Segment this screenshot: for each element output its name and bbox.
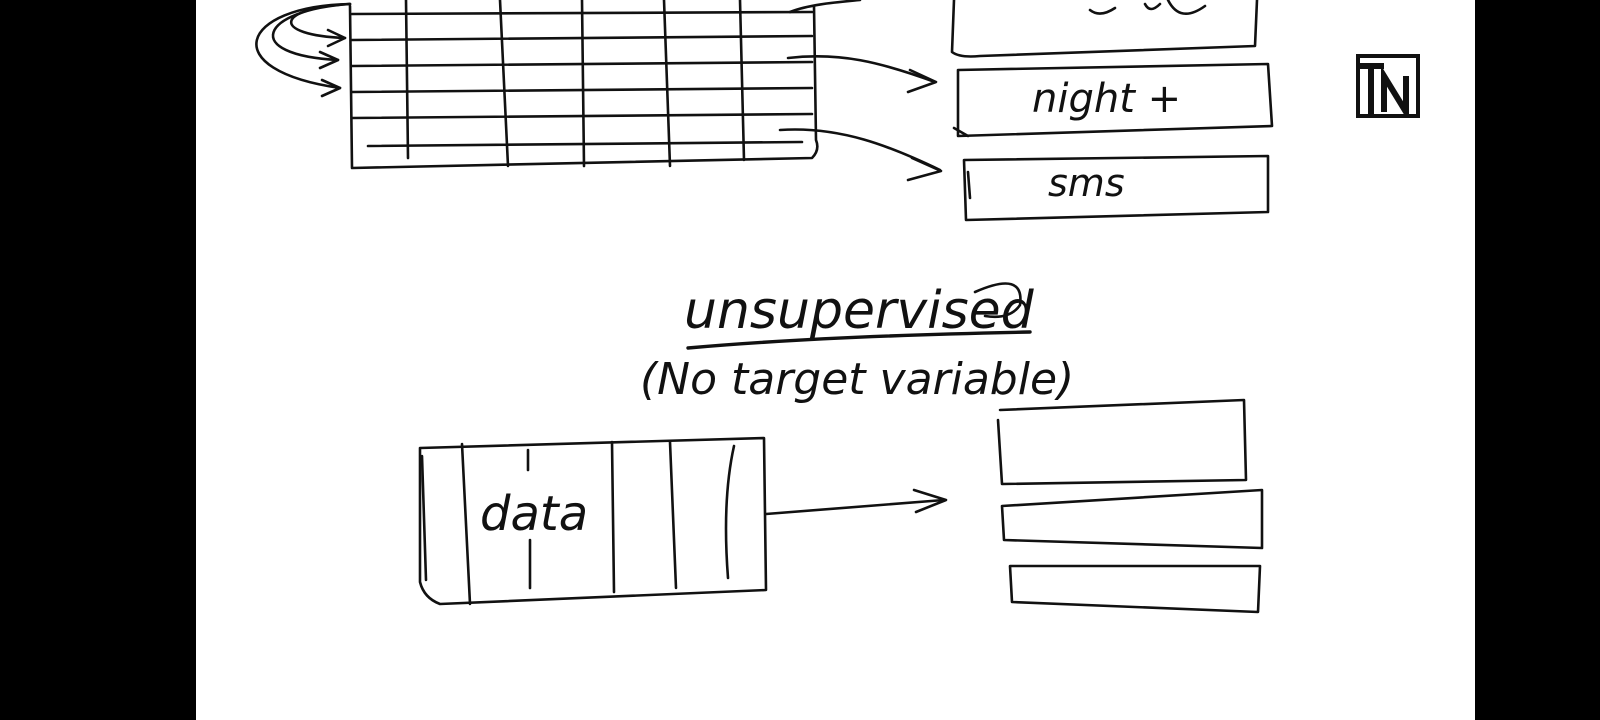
left-loop-arrows	[255, 2, 352, 98]
cluster-boxes	[996, 398, 1264, 614]
tn-logo-icon	[1356, 54, 1420, 118]
whiteboard-canvas	[196, 0, 1475, 720]
bottom-data-table	[418, 436, 768, 606]
letterbox-left	[0, 0, 196, 720]
no-target-subtitle: (No target variable)	[640, 354, 1074, 405]
top-output-boxes	[950, 0, 1274, 222]
letterbox-right	[1475, 0, 1600, 720]
top-output-arrows	[778, 0, 943, 182]
heading-underline	[686, 330, 1032, 350]
data-label: data	[480, 486, 588, 542]
cluster-arrow	[764, 488, 948, 516]
night-plus-label: night +	[1032, 76, 1181, 122]
top-data-table	[348, 0, 819, 170]
heading-flourish	[973, 282, 1022, 319]
sms-label: sms	[1048, 161, 1125, 205]
